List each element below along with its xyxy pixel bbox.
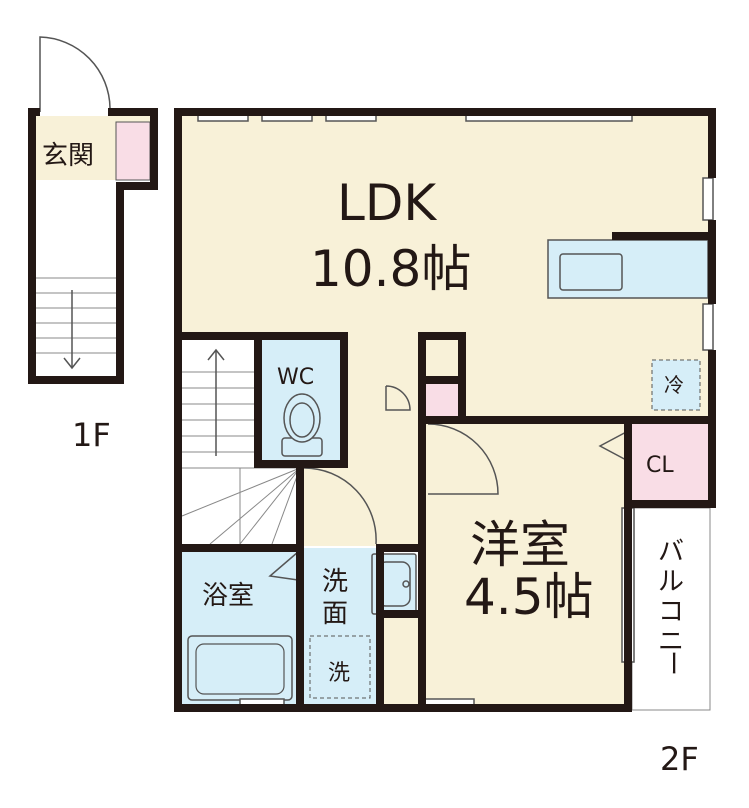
floor-1-label: 1F <box>72 416 111 454</box>
ldk-size-label: 10.8帖 <box>310 240 471 298</box>
western-room-floor <box>424 424 630 704</box>
ldk-name-label: LDK <box>337 174 437 232</box>
washer-space <box>309 635 371 699</box>
western-name-label: 洋室 <box>470 516 570 574</box>
bathtub-inner <box>195 643 285 695</box>
closet-door-mark <box>598 429 631 463</box>
entrance-door-swing <box>39 36 111 112</box>
floor-1: 玄関 1F <box>28 36 158 454</box>
stair-up-arrow <box>207 348 225 456</box>
toilet-icon <box>281 393 323 457</box>
fridge-space <box>651 359 701 411</box>
hall-storage <box>426 380 462 416</box>
entrance-label: 玄関 <box>42 141 94 171</box>
wc-label: WC <box>277 365 314 390</box>
floor-2: 冷 <box>174 108 716 778</box>
western-door-swing <box>427 423 499 495</box>
stair-down-arrow <box>63 290 81 370</box>
kitchen-sink <box>559 253 623 291</box>
balcony-char: ニ <box>658 627 684 657</box>
shoe-storage <box>115 121 151 181</box>
stair-treads-2f <box>181 371 301 545</box>
balcony-char: コ <box>658 597 684 627</box>
balcony-label: バ ル コ ニ ー <box>657 537 687 676</box>
balcony-char: ル <box>658 567 684 597</box>
bath-label: 浴室 <box>202 581 254 611</box>
washroom-label-line1: 洗 <box>322 567 348 597</box>
stair-treads-1f <box>36 277 116 354</box>
door-swings <box>268 385 631 581</box>
floor-2-label: 2F <box>660 740 699 778</box>
bath-door-mark <box>268 551 299 581</box>
kitchen-wall <box>612 232 708 240</box>
hall-door-swing <box>385 385 411 411</box>
washer-label: 洗 <box>328 661 350 686</box>
balcony-char: ー <box>657 650 687 676</box>
balcony-char: バ <box>658 537 684 567</box>
washroom-door-swing <box>303 467 377 545</box>
western-size-label: 4.5帖 <box>464 568 594 626</box>
fridge-label: 冷 <box>664 373 684 397</box>
closet-floor <box>630 424 708 500</box>
closet-label: CL <box>646 453 674 478</box>
stair-1f <box>36 186 116 376</box>
washroom-label-line2: 面 <box>322 599 348 629</box>
